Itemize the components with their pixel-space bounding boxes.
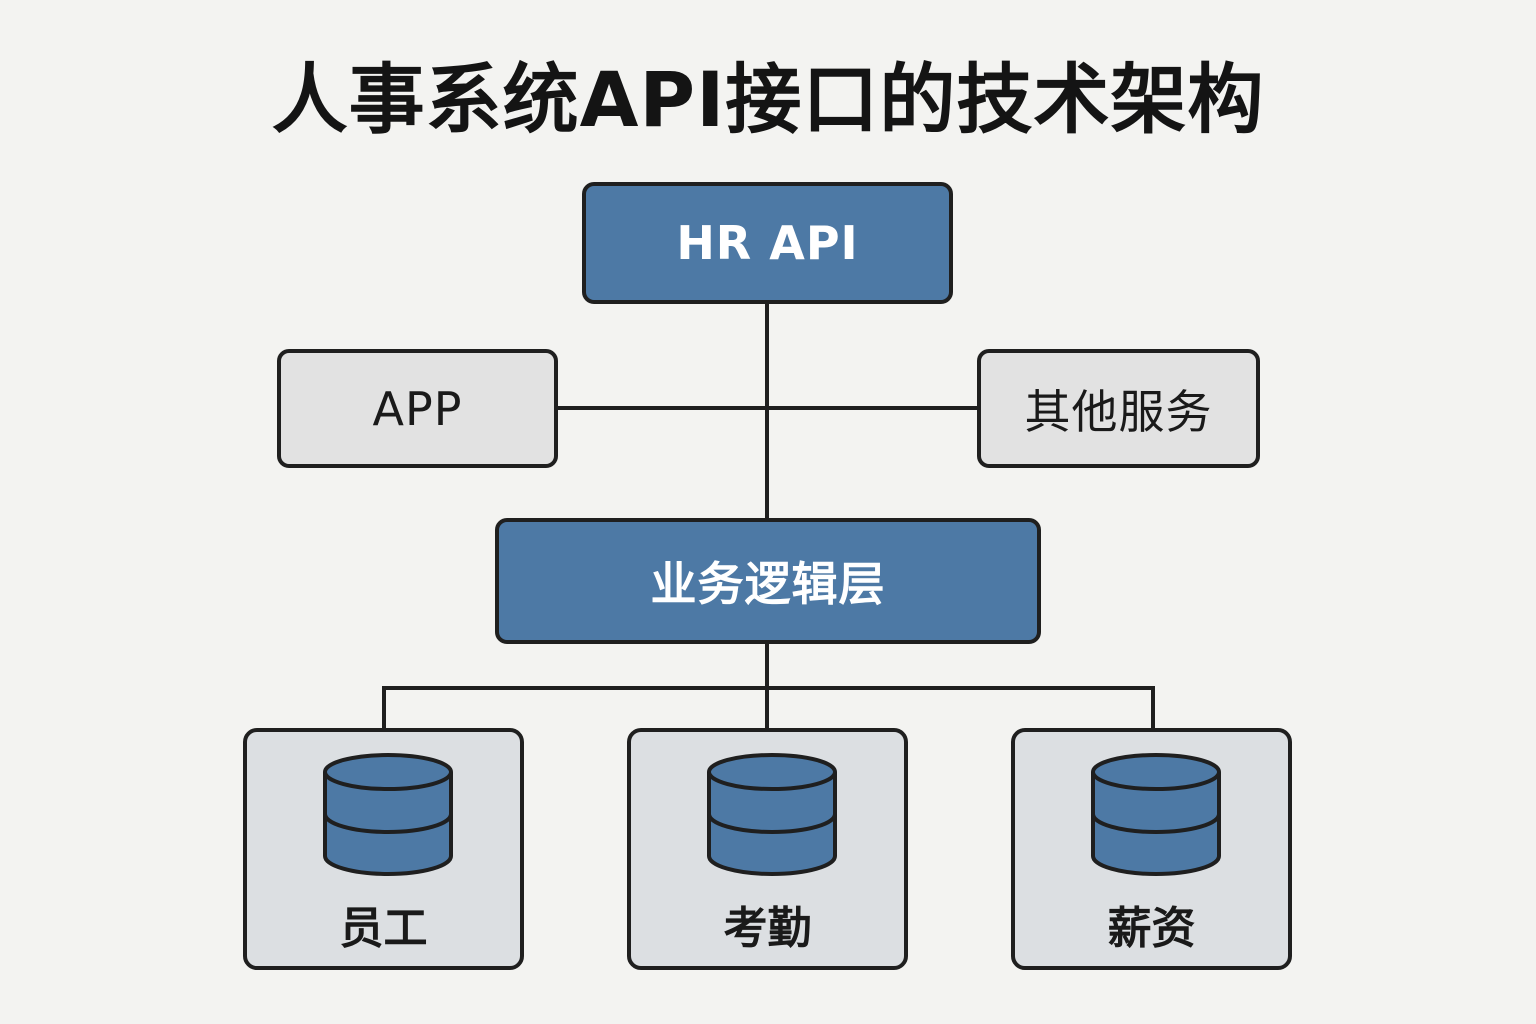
hr-api-label: HR API: [676, 216, 859, 270]
app-node: APP: [277, 349, 558, 468]
other-services-node: 其他服务: [977, 349, 1260, 468]
diagram-title: 人事系统API接口的技术架构: [271, 55, 1265, 144]
payroll-db-node: 薪资: [1011, 728, 1292, 970]
other-services-label: 其他服务: [1024, 384, 1213, 439]
business-logic-node: 业务逻辑层: [495, 518, 1041, 644]
hr-api-node: HR API: [582, 182, 953, 304]
db-label-attendance: 考勤: [723, 903, 812, 954]
database-icon: [707, 753, 837, 876]
employee-db-node: 员工: [243, 728, 524, 970]
database-icon: [323, 753, 453, 876]
attendance-db-node: 考勤: [627, 728, 908, 970]
business-logic-label: 业务逻辑层: [650, 557, 886, 611]
db-label-employee: 员工: [339, 903, 428, 954]
connector-bus: [382, 686, 1155, 728]
app-label: APP: [372, 381, 463, 436]
database-icon: [1091, 753, 1221, 876]
db-label-payroll: 薪资: [1107, 903, 1196, 954]
